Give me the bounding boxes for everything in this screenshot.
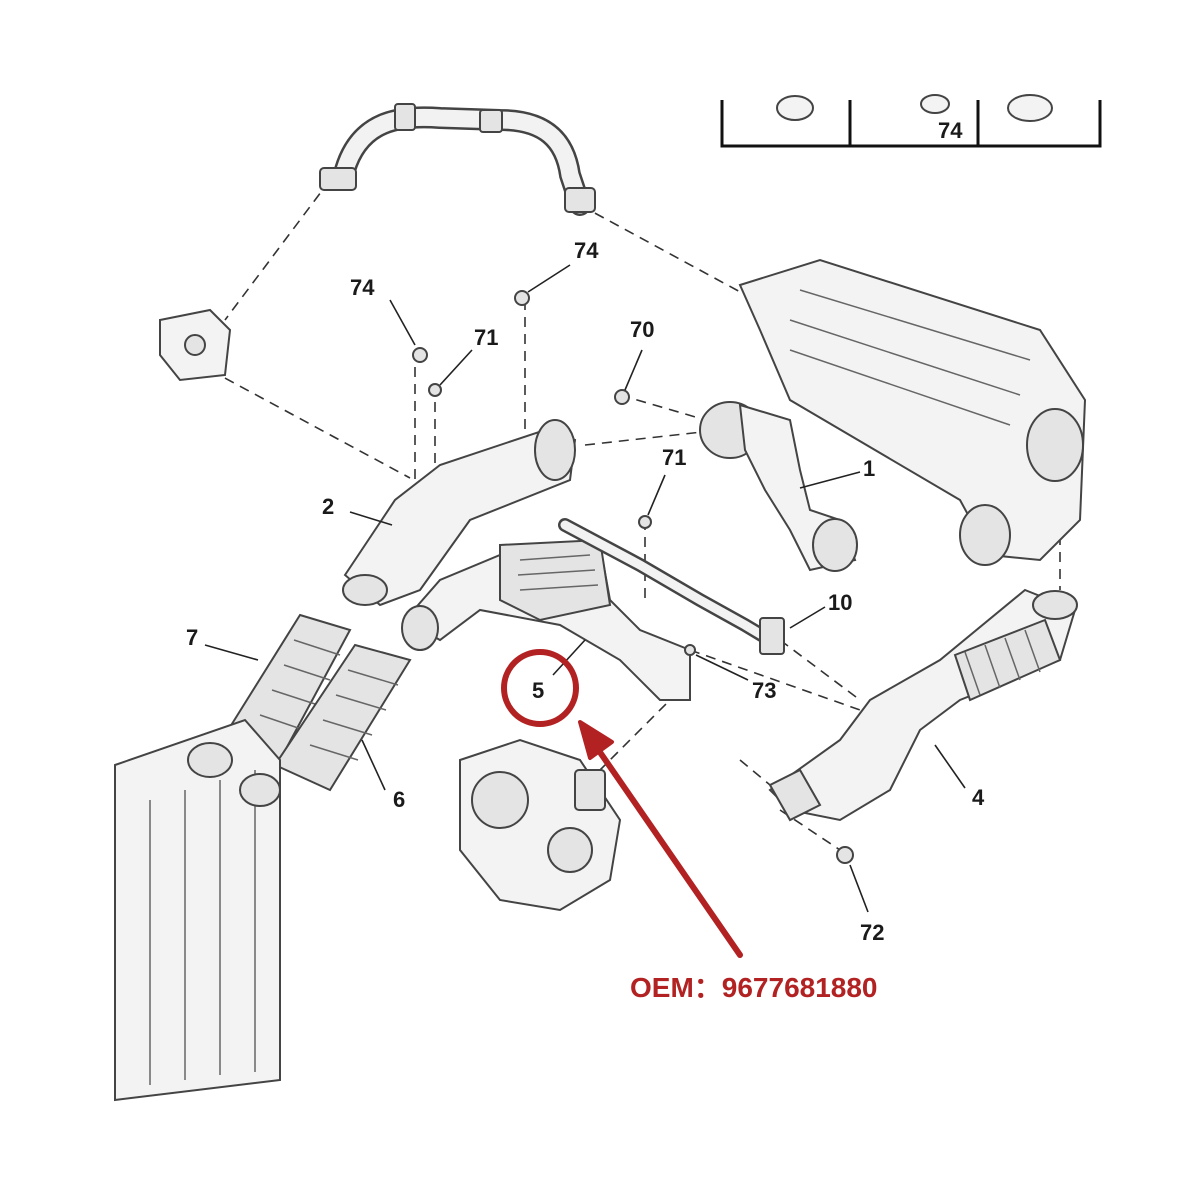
- inset-label: 74: [938, 118, 963, 143]
- callout-74b: 74: [574, 238, 599, 263]
- leader-lines: [204, 264, 966, 913]
- throttle-body: [459, 738, 622, 912]
- highlight-circle: [501, 649, 579, 727]
- arrowhead-icon: [578, 720, 614, 760]
- bolts: [412, 290, 854, 864]
- inset-box: 74: [720, 94, 1102, 148]
- callout-7: 7: [186, 625, 198, 650]
- part-1-elbow: [699, 401, 858, 572]
- callout-74a: 74: [350, 275, 375, 300]
- intake-manifold: [738, 258, 1087, 566]
- highlight-arrow: [592, 742, 743, 958]
- oem-number: OEM：9677681880: [630, 972, 878, 1003]
- left-bracket: [159, 308, 232, 382]
- callout-73: 73: [752, 678, 776, 703]
- callout-6: 6: [393, 787, 405, 812]
- part-4-pipe: [768, 588, 1078, 822]
- callout-2: 2: [322, 494, 334, 519]
- part-10-hose: [558, 518, 785, 655]
- callout-4: 4: [972, 785, 985, 810]
- callout-72: 72: [860, 920, 884, 945]
- callout-5: 5: [532, 678, 544, 703]
- intercooler: [114, 718, 281, 1102]
- callout-71a: 71: [474, 325, 498, 350]
- highlight: [501, 649, 743, 958]
- callout-70: 70: [630, 317, 654, 342]
- part-6-hose: [273, 643, 412, 792]
- callout-71b: 71: [662, 445, 686, 470]
- callout-10: 10: [828, 590, 852, 615]
- upper-pipe: [319, 103, 596, 216]
- callout-labels: 74 74 71 70 71 1 2 7 6 10 73 4 72 5: [186, 238, 985, 945]
- part-5-pipe: [401, 538, 691, 701]
- callout-1: 1: [863, 456, 875, 481]
- part-2-duct: [342, 419, 577, 607]
